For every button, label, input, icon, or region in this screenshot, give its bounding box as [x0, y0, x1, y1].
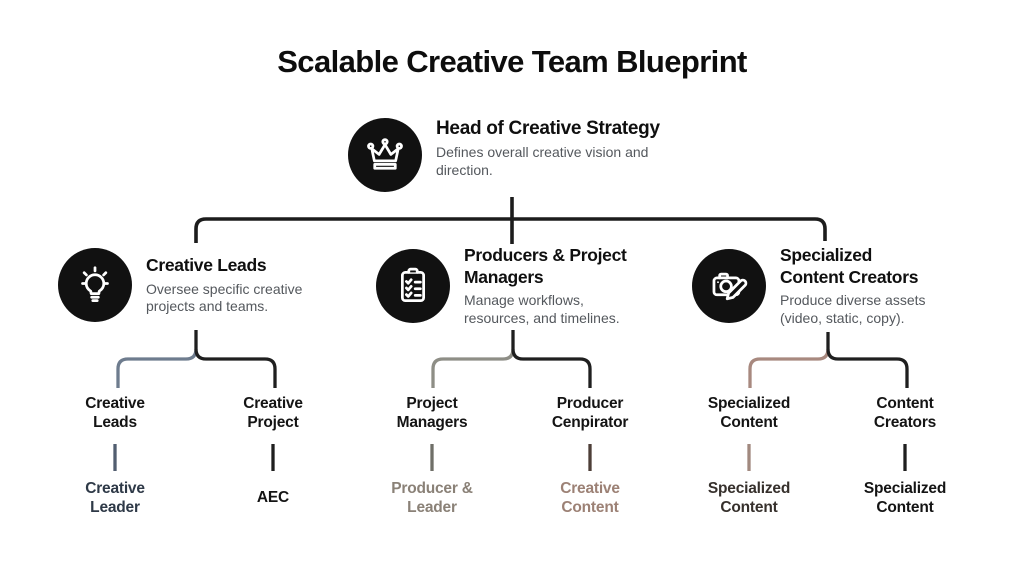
sub-label-content-creators: Content Creators [873, 395, 937, 431]
sub-label-producer-cenpirator: Producer Cenpirator [551, 395, 629, 431]
branch1-right-arm [194, 348, 277, 388]
lightbulb-icon [58, 248, 132, 322]
branch-description: Manage workflows, resources, and timelin… [464, 292, 620, 326]
sub-label-specialized-content-2: Specialized Content [707, 480, 791, 516]
branch1-left-arm [116, 348, 198, 388]
node-head-of-creative-strategy: Head of Creative Strategy Defines overal… [348, 118, 678, 192]
sub-label-creative-project: Creative Project [243, 395, 303, 431]
node-specialized-content-creators: Specialized Content Creators Produce div… [692, 245, 972, 327]
head-title: Head of Creative Strategy [436, 118, 660, 139]
crown-icon [348, 118, 422, 192]
branch-title: Producers & Project Managers [464, 245, 627, 287]
branch-description: Oversee specific creative projects and t… [146, 280, 303, 315]
camera-pencil-icon [692, 249, 766, 323]
sub-label-specialized-content-3: Specialized Content [863, 480, 947, 516]
sub-label-creative-leads: Creative Leads [85, 395, 145, 431]
branch-title: Specialized Content Creators [780, 245, 919, 287]
branch2-right-arm [511, 348, 592, 388]
sub-label-specialized-content: Specialized Content [707, 395, 791, 431]
branch3-left-arm [748, 348, 830, 388]
diagram-title: Scalable Creative Team Blueprint [277, 44, 747, 79]
sub-label-aec: AEC [256, 489, 290, 507]
head-description: Defines overall creative vision and dire… [436, 144, 649, 178]
branch2-left-arm [431, 348, 515, 388]
sub-label-creative-leader: Creative Leader [85, 480, 145, 516]
clipboard-icon [376, 249, 450, 323]
sub-label-producer-leader: Producer & Leader [391, 480, 473, 516]
main-bracket-line [194, 217, 827, 243]
node-creative-leads: Creative Leads Oversee specific creative… [58, 248, 318, 322]
sub-label-project-managers: Project Managers [396, 395, 468, 431]
branch-title: Creative Leads [146, 255, 267, 275]
branch-description: Produce diverse assets (video, static, c… [780, 292, 926, 326]
sub-label-creative-content: Creative Content [560, 480, 620, 516]
node-producers-project-managers: Producers & Project Managers Manage work… [376, 245, 656, 327]
branch3-right-arm [826, 348, 909, 388]
